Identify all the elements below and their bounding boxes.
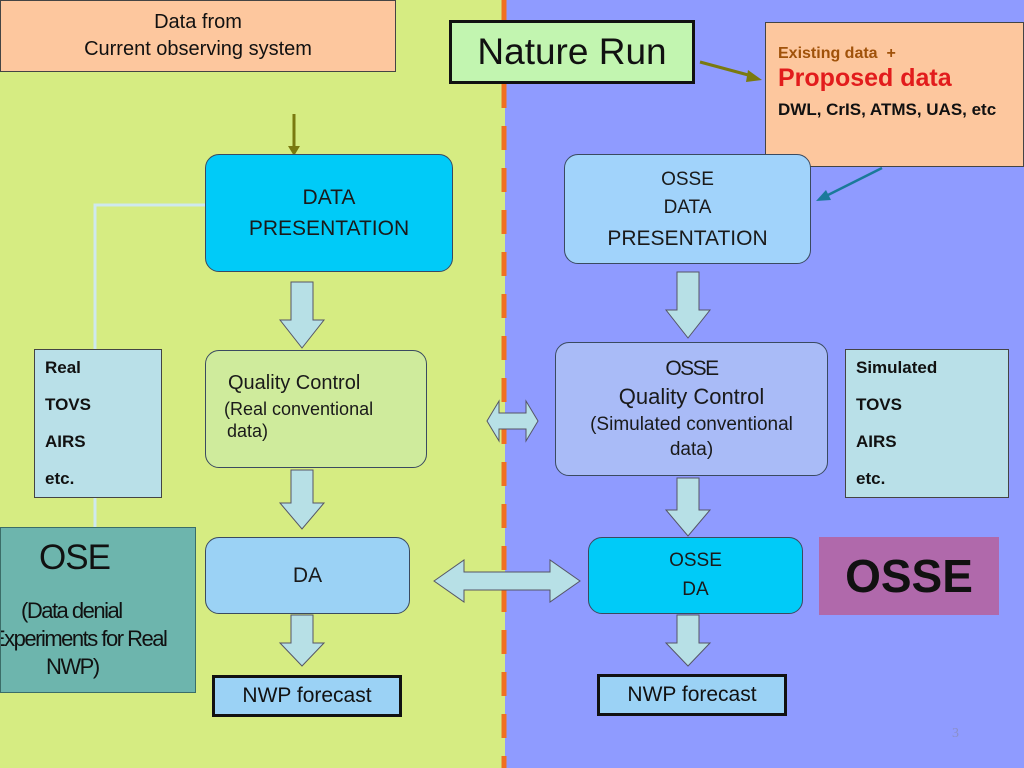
osse-quality-control-box: OSSE Quality Control (Simulated conventi… bbox=[555, 342, 828, 476]
osse-da-line2: DA bbox=[682, 578, 709, 600]
osse-badge-label: OSSE bbox=[845, 550, 973, 602]
dashed-divider bbox=[501, 0, 507, 768]
osse-nwp-label: NWP forecast bbox=[627, 683, 757, 706]
left-da-box: DA bbox=[205, 537, 410, 614]
instruments-label: DWL, CrIS, ATMS, UAS, etc bbox=[778, 100, 997, 119]
sim-obs-item-2: AIRS bbox=[856, 432, 897, 451]
osse-qc-line1: OSSE bbox=[665, 357, 719, 381]
nature-run-box: Nature Run bbox=[449, 20, 695, 84]
left-qc-title: Quality Control bbox=[228, 372, 361, 394]
left-nwp-forecast-box: NWP forecast bbox=[212, 675, 402, 717]
ose-desc-line1: (Data denial bbox=[21, 598, 123, 623]
ose-box: OSE (Data denial Experiments for Real NW… bbox=[0, 527, 196, 693]
osse-da-line1: OSSE bbox=[669, 549, 722, 571]
proposed-data-box: Existing data + Proposed data DWL, CrIS,… bbox=[765, 22, 1024, 167]
osse-qc-title: Quality Control bbox=[618, 383, 765, 409]
ose-desc-line2: Experiments for Real bbox=[0, 626, 168, 651]
source-box-line2: Current observing system bbox=[84, 38, 312, 60]
osse-da-box: OSSE DA bbox=[588, 537, 803, 614]
real-obs-item-3: etc. bbox=[45, 469, 75, 488]
ose-title: OSE bbox=[39, 538, 111, 577]
left-da-label: DA bbox=[292, 563, 323, 587]
left-nwp-label: NWP forecast bbox=[242, 684, 372, 707]
proposed-data-label: Proposed data bbox=[778, 64, 952, 92]
real-obs-item-0: Real bbox=[45, 358, 81, 377]
osse-badge: OSSE bbox=[819, 537, 999, 615]
osse-dp-line3: PRESENTATION bbox=[607, 227, 768, 251]
source-box-line1: Data from bbox=[154, 11, 242, 33]
sim-obs-item-3: etc. bbox=[856, 469, 886, 488]
simulated-observations-list: Simulated TOVS AIRS etc. bbox=[845, 349, 1009, 498]
page-number: 3 bbox=[952, 726, 959, 741]
osse-data-presentation-box: OSSE DATA PRESENTATION bbox=[564, 154, 811, 264]
left-dp-line2: PRESENTATION bbox=[248, 217, 410, 240]
real-obs-item-1: TOVS bbox=[45, 395, 91, 414]
left-dp-line1: DATA bbox=[302, 185, 356, 209]
left-quality-control-box: Quality Control (Real conventional data) bbox=[205, 350, 427, 468]
osse-dp-line2: DATA bbox=[663, 197, 712, 219]
osse-qc-sub1: (Simulated conventional bbox=[590, 413, 793, 435]
current-observing-system-box: Data from Current observing system bbox=[0, 0, 396, 72]
nature-run-label: Nature Run bbox=[477, 31, 667, 72]
real-obs-item-2: AIRS bbox=[45, 432, 86, 451]
ose-desc-line3: NWP) bbox=[46, 654, 100, 679]
osse-nwp-forecast-box: NWP forecast bbox=[597, 674, 787, 716]
real-observations-list: Real TOVS AIRS etc. bbox=[34, 349, 162, 498]
left-qc-sub2: data) bbox=[227, 420, 269, 441]
left-data-presentation-box: DATA PRESENTATION bbox=[205, 154, 453, 272]
osse-qc-sub2: data) bbox=[669, 438, 714, 460]
osse-dp-line1: OSSE bbox=[661, 168, 714, 190]
left-qc-sub1: (Real conventional bbox=[224, 399, 374, 419]
sim-obs-item-0: Simulated bbox=[856, 358, 938, 377]
sim-obs-item-1: TOVS bbox=[856, 395, 902, 414]
existing-data-label: Existing data + bbox=[778, 45, 896, 62]
